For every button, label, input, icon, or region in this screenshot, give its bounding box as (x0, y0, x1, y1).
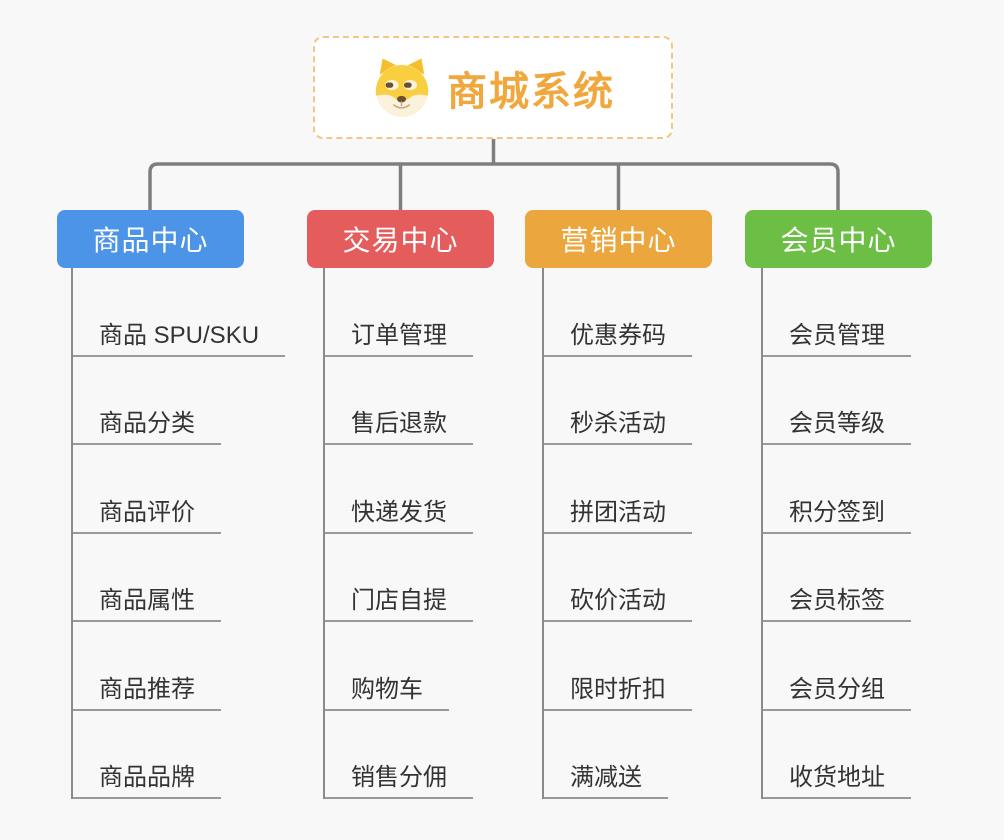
child-node[interactable]: 商品推荐 (71, 622, 221, 711)
child-node[interactable]: 购物车 (323, 622, 449, 711)
branch-spine (542, 268, 544, 799)
child-node[interactable]: 积分签到 (761, 445, 911, 534)
child-node-label: 砍价活动 (570, 587, 666, 614)
branch-node-label: 商品中心 (92, 225, 209, 256)
child-node-label: 商品分类 (99, 410, 195, 437)
child-node[interactable]: 秒杀活动 (542, 357, 692, 445)
child-node-label: 订单管理 (351, 321, 447, 349)
child-node-label: 秒杀活动 (570, 410, 666, 437)
child-node-label: 购物车 (351, 675, 423, 703)
branch-node-member-center[interactable]: 会员中心 (745, 210, 932, 268)
branch-node-label: 会员中心 (780, 225, 897, 256)
root-node[interactable]: 商城系统 (313, 36, 673, 139)
child-node-label: 限时折扣 (570, 675, 666, 703)
child-node[interactable]: 商品 SPU/SKU (71, 268, 286, 357)
child-node[interactable]: 商品品牌 (71, 711, 221, 799)
branch-node-label: 营销中心 (560, 225, 677, 256)
child-node-label: 满减送 (570, 764, 642, 791)
child-node-label: 商品属性 (99, 587, 195, 614)
child-node-label: 会员等级 (789, 410, 885, 437)
branch-children-member-center: 会员管理 会员等级 积分签到 会员标签 会员分组 收货地址 (761, 268, 911, 799)
child-node[interactable]: 满减送 (542, 711, 668, 799)
root-node-label: 商城系统 (447, 69, 615, 114)
child-node-label: 收货地址 (789, 764, 885, 791)
child-node[interactable]: 优惠券码 (542, 268, 692, 357)
child-node-label: 优惠券码 (570, 321, 666, 349)
child-node-label: 会员分组 (789, 675, 885, 703)
child-node[interactable]: 会员标签 (761, 534, 911, 622)
child-node-label: 快递发货 (351, 498, 447, 526)
child-node[interactable]: 售后退款 (323, 357, 473, 445)
child-node-label: 商品评价 (99, 498, 195, 526)
child-node[interactable]: 订单管理 (323, 268, 473, 357)
child-node[interactable]: 会员管理 (761, 268, 911, 357)
child-node[interactable]: 限时折扣 (542, 622, 692, 711)
child-node-label: 商品 SPU/SKU (99, 321, 260, 349)
child-node[interactable]: 收货地址 (761, 711, 911, 799)
branch-spine (761, 268, 763, 799)
branch-node-product-center[interactable]: 商品中心 (57, 210, 244, 268)
child-node-label: 商品品牌 (99, 764, 195, 791)
branch-spine (323, 268, 325, 799)
child-node[interactable]: 拼团活动 (542, 445, 692, 534)
branch-node-trade-center[interactable]: 交易中心 (307, 210, 494, 268)
child-node-label: 商品推荐 (99, 675, 195, 703)
child-node[interactable]: 会员分组 (761, 622, 911, 711)
child-node-label: 门店自提 (351, 587, 447, 614)
child-node[interactable]: 砍价活动 (542, 534, 692, 622)
branch-children-trade-center: 订单管理 售后退款 快递发货 门店自提 购物车 销售分佣 (323, 268, 473, 799)
child-node[interactable]: 商品分类 (71, 357, 221, 445)
child-node[interactable]: 会员等级 (761, 357, 911, 445)
branch-children-product-center: 商品 SPU/SKU 商品分类 商品评价 商品属性 商品推荐 商品品牌 (71, 268, 286, 799)
child-node-label: 会员管理 (789, 321, 885, 349)
child-node-label: 售后退款 (351, 410, 447, 437)
child-node[interactable]: 快递发货 (323, 445, 473, 534)
child-node[interactable]: 门店自提 (323, 534, 473, 622)
child-node[interactable]: 商品属性 (71, 534, 221, 622)
doge-icon (375, 57, 429, 117)
child-node[interactable]: 销售分佣 (323, 711, 473, 799)
branch-spine (71, 268, 73, 799)
branch-node-marketing-center[interactable]: 营销中心 (525, 210, 712, 268)
child-node-label: 拼团活动 (570, 498, 666, 526)
child-node-label: 销售分佣 (351, 764, 447, 791)
child-node[interactable]: 商品评价 (71, 445, 221, 534)
child-node-label: 积分签到 (789, 498, 885, 526)
child-node-label: 会员标签 (789, 587, 885, 614)
branch-children-marketing-center: 优惠券码 秒杀活动 拼团活动 砍价活动 限时折扣 满减送 (542, 268, 692, 799)
branch-node-label: 交易中心 (342, 225, 459, 256)
